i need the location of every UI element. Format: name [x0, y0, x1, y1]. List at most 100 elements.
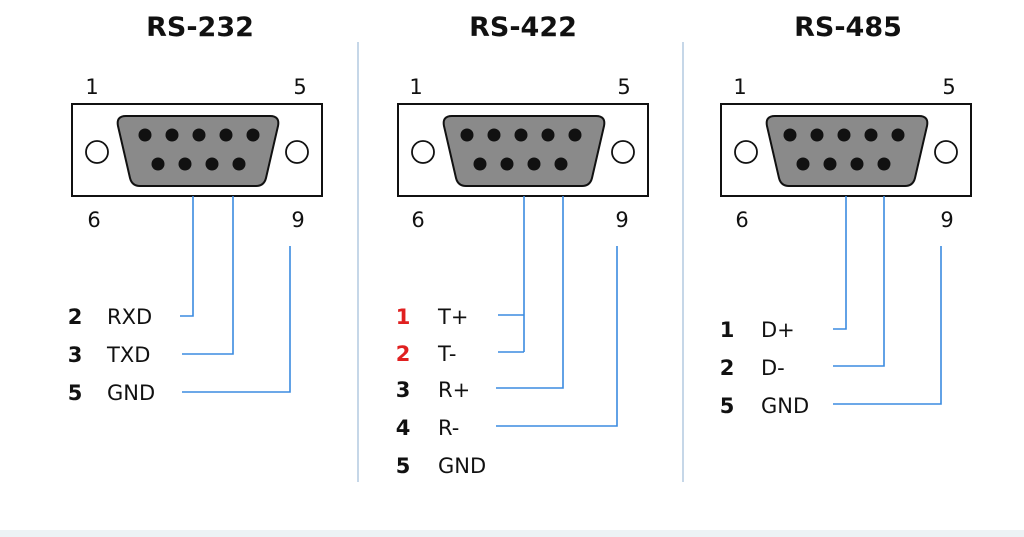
- signal-name: R-: [438, 416, 459, 440]
- signal-pin-number: 2: [720, 356, 735, 380]
- pin-1: [138, 128, 152, 142]
- signal-name: T-: [437, 342, 456, 366]
- signal-name: R+: [438, 378, 470, 402]
- pin-3: [514, 128, 528, 142]
- pin-3: [192, 128, 206, 142]
- signal-row: 5 GND: [720, 394, 809, 418]
- pin-1: [460, 128, 474, 142]
- wire-txd: [182, 196, 234, 355]
- d-sub-body: [116, 115, 280, 187]
- signal-row: 5 GND: [396, 454, 486, 478]
- pin-9: [554, 157, 568, 171]
- signal-pin-number: 3: [396, 378, 411, 402]
- signal-pin-number: 2: [396, 342, 411, 366]
- pin-4: [219, 128, 233, 142]
- signal-row: 1 D+: [720, 318, 795, 342]
- signal-pin-number: 5: [396, 454, 411, 478]
- wire-r-plus: [496, 196, 564, 389]
- d-sub-body: [442, 115, 606, 187]
- pin-label-5: 5: [293, 75, 306, 99]
- panel-rs422: RS-422 1 5 6 9: [396, 12, 649, 478]
- pin-2: [810, 128, 824, 142]
- signal-pin-number: 5: [68, 381, 83, 405]
- db9-connector: [720, 103, 972, 197]
- pin-3: [837, 128, 851, 142]
- mounting-hole-left: [734, 140, 758, 164]
- signal-row: 2 T-: [396, 342, 457, 366]
- signal-name: D+: [761, 318, 795, 342]
- signal-row: 2 RXD: [68, 305, 152, 329]
- pin-label-9: 9: [940, 208, 953, 232]
- mounting-hole-right: [611, 140, 635, 164]
- mounting-hole-right: [934, 140, 958, 164]
- pin-5: [891, 128, 905, 142]
- pin-label-1: 1: [733, 75, 746, 99]
- pin-8: [205, 157, 219, 171]
- pin-7: [500, 157, 514, 171]
- pin-5: [246, 128, 260, 142]
- signal-name: T+: [437, 305, 468, 329]
- signal-name: RXD: [107, 305, 152, 329]
- panel-title: RS-232: [146, 12, 254, 43]
- pin-label-9: 9: [615, 208, 628, 232]
- db9-connector: [397, 103, 649, 197]
- pin-5: [568, 128, 582, 142]
- pin-label-5: 5: [942, 75, 955, 99]
- panel-rs232: RS-232 1 5 6 9: [68, 12, 323, 405]
- signal-name: GND: [438, 454, 486, 478]
- wire-gnd: [182, 246, 291, 393]
- panel-title: RS-485: [794, 12, 902, 43]
- pin-4: [864, 128, 878, 142]
- pin-label-6: 6: [411, 208, 424, 232]
- pin-7: [823, 157, 837, 171]
- signal-row: 1 T+: [396, 305, 469, 329]
- pin-7: [178, 157, 192, 171]
- signal-row: 3 R+: [396, 378, 471, 402]
- pin-2: [165, 128, 179, 142]
- signal-name: TXD: [106, 343, 150, 367]
- signal-row: 5 GND: [68, 381, 155, 405]
- signal-row: 3 TXD: [68, 343, 151, 367]
- pin-6: [151, 157, 165, 171]
- wire-d-minus: [833, 196, 885, 367]
- pin-9: [232, 157, 246, 171]
- signal-name: GND: [107, 381, 155, 405]
- wire-r-minus: [496, 246, 618, 427]
- pin-4: [541, 128, 555, 142]
- signal-name: D-: [761, 356, 785, 380]
- d-sub-body: [765, 115, 929, 187]
- signal-row: 4 R-: [396, 416, 460, 440]
- panel-rs485: RS-485 1 5 6 9: [720, 12, 972, 418]
- mounting-hole-right: [285, 140, 309, 164]
- pin-label-9: 9: [291, 208, 304, 232]
- pin-label-1: 1: [409, 75, 422, 99]
- pin-label-5: 5: [617, 75, 630, 99]
- signal-pin-number: 5: [720, 394, 735, 418]
- wire-d-plus: [833, 196, 847, 330]
- mounting-hole-left: [85, 140, 109, 164]
- pin-2: [487, 128, 501, 142]
- bottom-strip: [0, 530, 1024, 537]
- db9-connector: [71, 103, 323, 197]
- pin-8: [850, 157, 864, 171]
- wire-gnd: [833, 246, 942, 405]
- pin-label-6: 6: [735, 208, 748, 232]
- pin-8: [527, 157, 541, 171]
- signal-pin-number: 3: [68, 343, 83, 367]
- signal-pin-number: 1: [720, 318, 735, 342]
- pin-9: [877, 157, 891, 171]
- pin-label-6: 6: [87, 208, 100, 232]
- signal-name: GND: [761, 394, 809, 418]
- mounting-hole-left: [411, 140, 435, 164]
- wire-rxd: [180, 196, 194, 317]
- signal-pin-number: 2: [68, 305, 83, 329]
- panel-title: RS-422: [469, 12, 577, 43]
- signal-pin-number: 4: [396, 416, 411, 440]
- signal-pin-number: 1: [396, 305, 411, 329]
- pin-6: [473, 157, 487, 171]
- signal-row: 2 D-: [720, 356, 785, 380]
- pin-6: [796, 157, 810, 171]
- pin-1: [783, 128, 797, 142]
